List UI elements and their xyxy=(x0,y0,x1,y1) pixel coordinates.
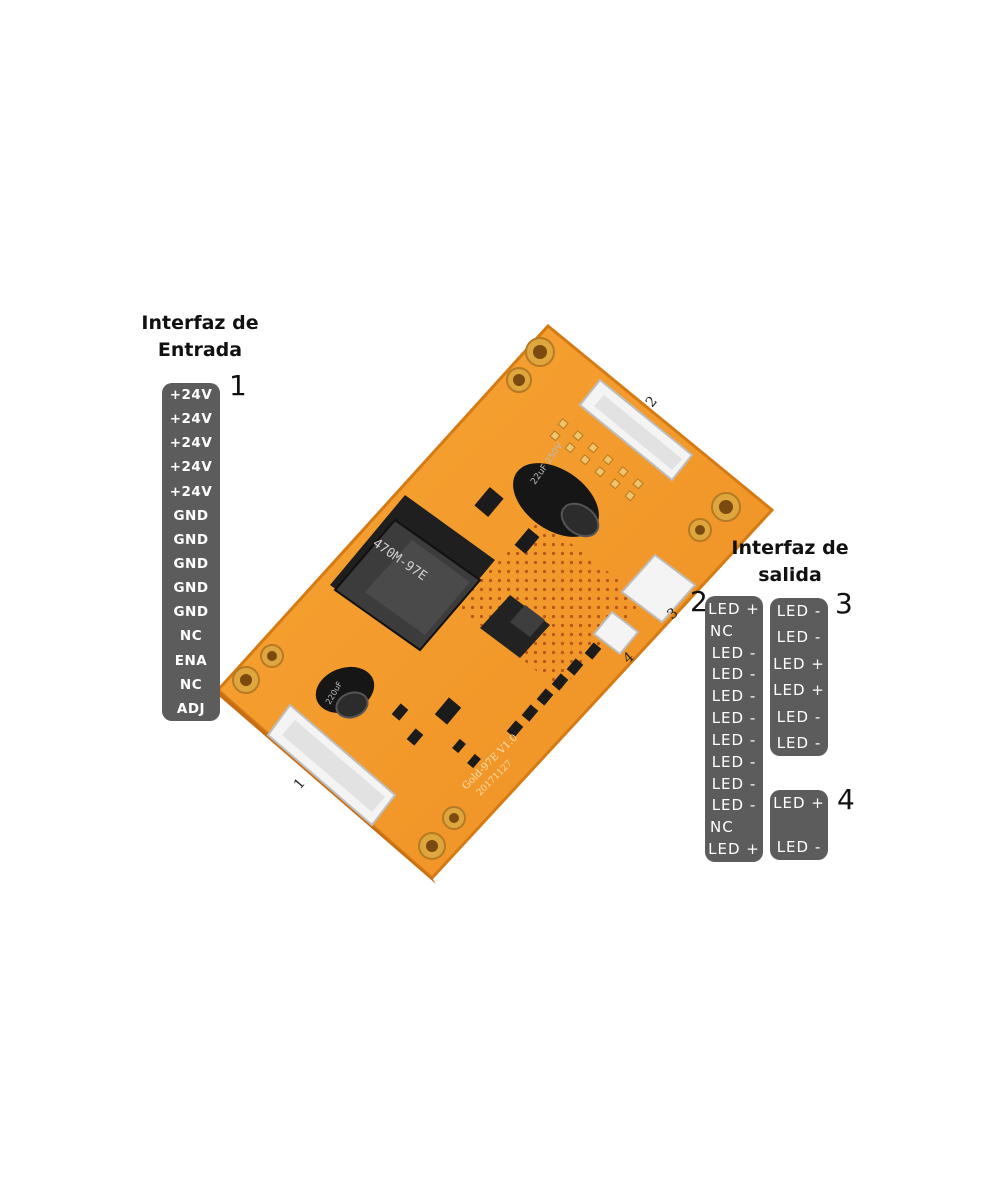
connector-3-pin-panel: LED - LED - LED + LED + LED - LED - xyxy=(770,598,828,756)
connector-2-housing xyxy=(578,378,694,482)
pin-label: LED - xyxy=(711,774,757,793)
pin-label: LED - xyxy=(711,752,757,771)
output-interface-heading: Interfaz de salida xyxy=(720,535,860,589)
output-heading-line1: Interfaz de xyxy=(731,537,849,559)
connector-2-pin-panel: LED + NC LED - LED - LED - LED - LED - LED - LED… xyxy=(705,596,763,862)
output-connector-2-number: 2 xyxy=(690,585,708,618)
pin-label: GND xyxy=(173,580,209,597)
connector-1-housing xyxy=(266,703,397,827)
pin-label: LED - xyxy=(711,687,757,706)
pin-label: NC xyxy=(710,621,734,640)
pin-label: +24V xyxy=(169,483,213,500)
output-connector-3-number: 3 xyxy=(835,587,853,620)
capacitor-small xyxy=(315,666,375,719)
small-components xyxy=(391,487,602,769)
pin-label: LED - xyxy=(711,796,757,815)
connector-3-housing xyxy=(620,553,697,624)
pin-label: LED + xyxy=(773,681,825,700)
pin-label: LED - xyxy=(776,838,822,856)
input-heading-line1: Interfaz de xyxy=(141,312,259,334)
pin-label: LED - xyxy=(776,628,822,647)
capacitor-large xyxy=(513,463,600,538)
pin-label: ENA xyxy=(174,652,208,669)
input-heading-line2: Entrada xyxy=(157,339,243,361)
pin-label: +24V xyxy=(169,435,213,452)
pin-label: ADJ xyxy=(176,700,206,717)
connector-4-housing xyxy=(592,610,640,656)
pin-label: GND xyxy=(173,531,209,548)
input-connector-number: 1 xyxy=(229,369,247,402)
pin-label: NC xyxy=(179,628,203,645)
input-interface-heading: Interfaz de Entrada xyxy=(130,310,270,364)
pin-label: LED - xyxy=(711,643,757,662)
pin-label: LED - xyxy=(776,707,822,726)
connector-4-pin-panel: LED + LED - xyxy=(770,790,828,860)
pin-label: LED - xyxy=(776,602,822,620)
pin-label: LED + xyxy=(708,600,760,618)
pin-label: LED + xyxy=(773,794,825,812)
pin-label: NC xyxy=(179,676,203,693)
pin-label: GND xyxy=(173,604,209,621)
pin-label: GND xyxy=(173,555,209,572)
pin-label: LED - xyxy=(711,730,757,749)
pin-label: LED - xyxy=(776,733,822,752)
pin-label: LED + xyxy=(773,654,825,673)
pin-label: LED - xyxy=(711,709,757,728)
pin-label: NC xyxy=(710,818,734,837)
mosfet xyxy=(480,595,550,658)
board-label-1: 1 xyxy=(291,775,309,792)
output-connector-4-number: 4 xyxy=(837,783,855,816)
mounting-holes xyxy=(232,337,741,860)
pin-label: GND xyxy=(173,507,209,524)
inductor xyxy=(330,495,495,652)
pin-label: LED + xyxy=(708,839,760,858)
pin-label: LED - xyxy=(711,665,757,684)
input-pin-panel: +24V +24V +24V +24V +24V GND GND GND GND GND NC ENA… xyxy=(162,383,220,721)
pin-label: +24V xyxy=(169,459,213,476)
pin-label: +24V xyxy=(169,411,213,428)
pad-row xyxy=(549,418,644,502)
output-heading-line2: salida xyxy=(758,564,822,586)
pin-label: +24V xyxy=(169,387,213,403)
